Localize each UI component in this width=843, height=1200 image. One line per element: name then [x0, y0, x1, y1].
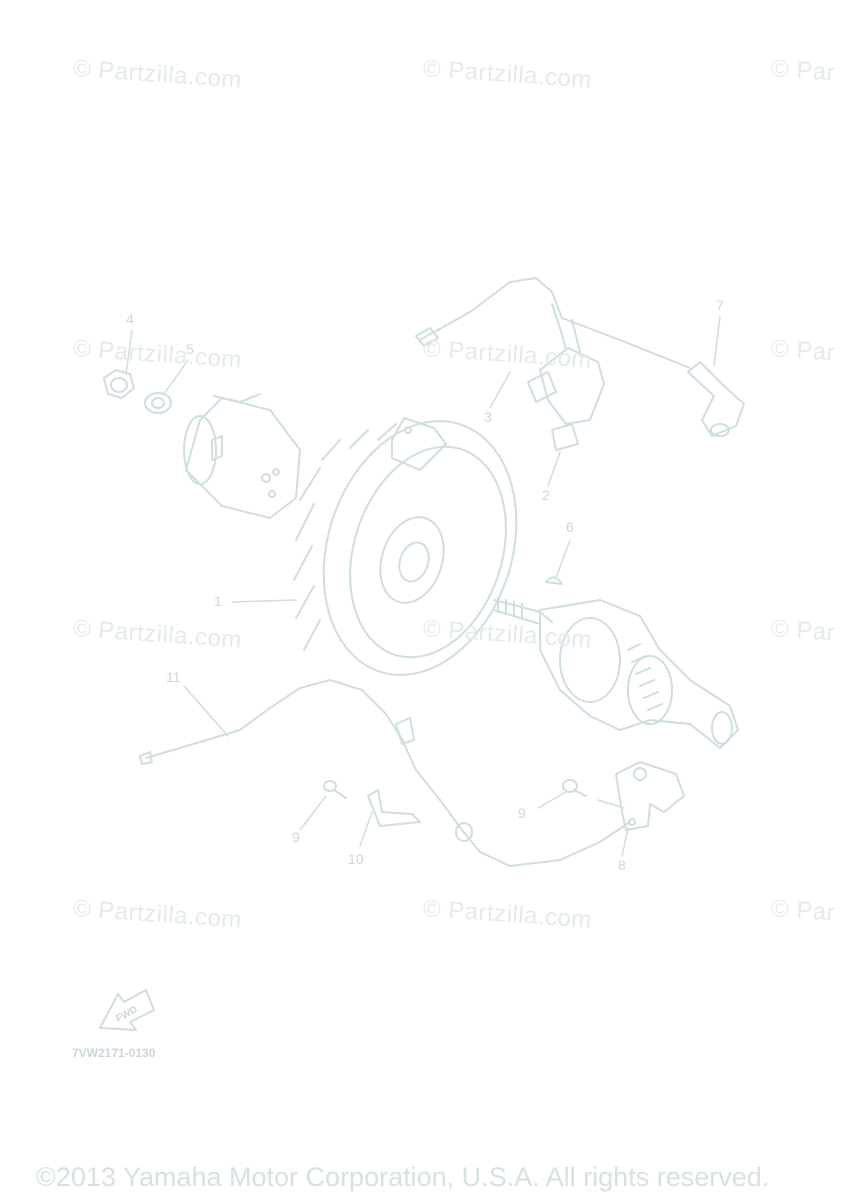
callout-3: 3	[484, 409, 492, 425]
callout-9-right: 9	[518, 805, 526, 821]
callout-1: 1	[214, 593, 222, 609]
part-10-clamp	[367, 789, 421, 827]
callout-4: 4	[126, 311, 134, 327]
callout-7: 7	[716, 297, 724, 313]
fwd-arrow	[99, 989, 155, 1031]
watermark: © Par	[770, 335, 837, 367]
fwd-label: FWD	[114, 1004, 139, 1024]
part-8-bracket	[615, 761, 685, 831]
part-9-bolt-left	[323, 780, 347, 799]
callout-8: 8	[618, 857, 626, 873]
diagram-code: 7VW2171-0130	[72, 1046, 156, 1060]
crankshaft	[493, 597, 739, 749]
part-5-washer	[144, 392, 172, 414]
callout-6: 6	[566, 519, 574, 535]
watermark: © Par	[770, 615, 837, 647]
callout-9-left: 9	[292, 829, 300, 845]
part-1-flywheel	[293, 417, 518, 676]
callout-11: 11	[166, 669, 181, 685]
part-4-nut	[103, 369, 135, 399]
watermark: © Par	[770, 895, 837, 927]
callout-10: 10	[348, 851, 364, 867]
copyright-notice: ©2013 Yamaha Motor Corporation, U.S.A. A…	[36, 1162, 770, 1192]
part-6-key	[545, 576, 563, 585]
rotor-cup	[183, 393, 301, 519]
part-11-lead-wire	[139, 679, 631, 867]
part-2-3-ignition-coil	[527, 303, 605, 451]
part-9-bolt-right	[562, 779, 587, 797]
leader-lines	[125, 315, 721, 857]
callout-2: 2	[542, 487, 550, 503]
callout-5: 5	[186, 341, 194, 357]
watermark: © Par	[770, 55, 837, 87]
part-7-plug-cap	[415, 277, 745, 437]
